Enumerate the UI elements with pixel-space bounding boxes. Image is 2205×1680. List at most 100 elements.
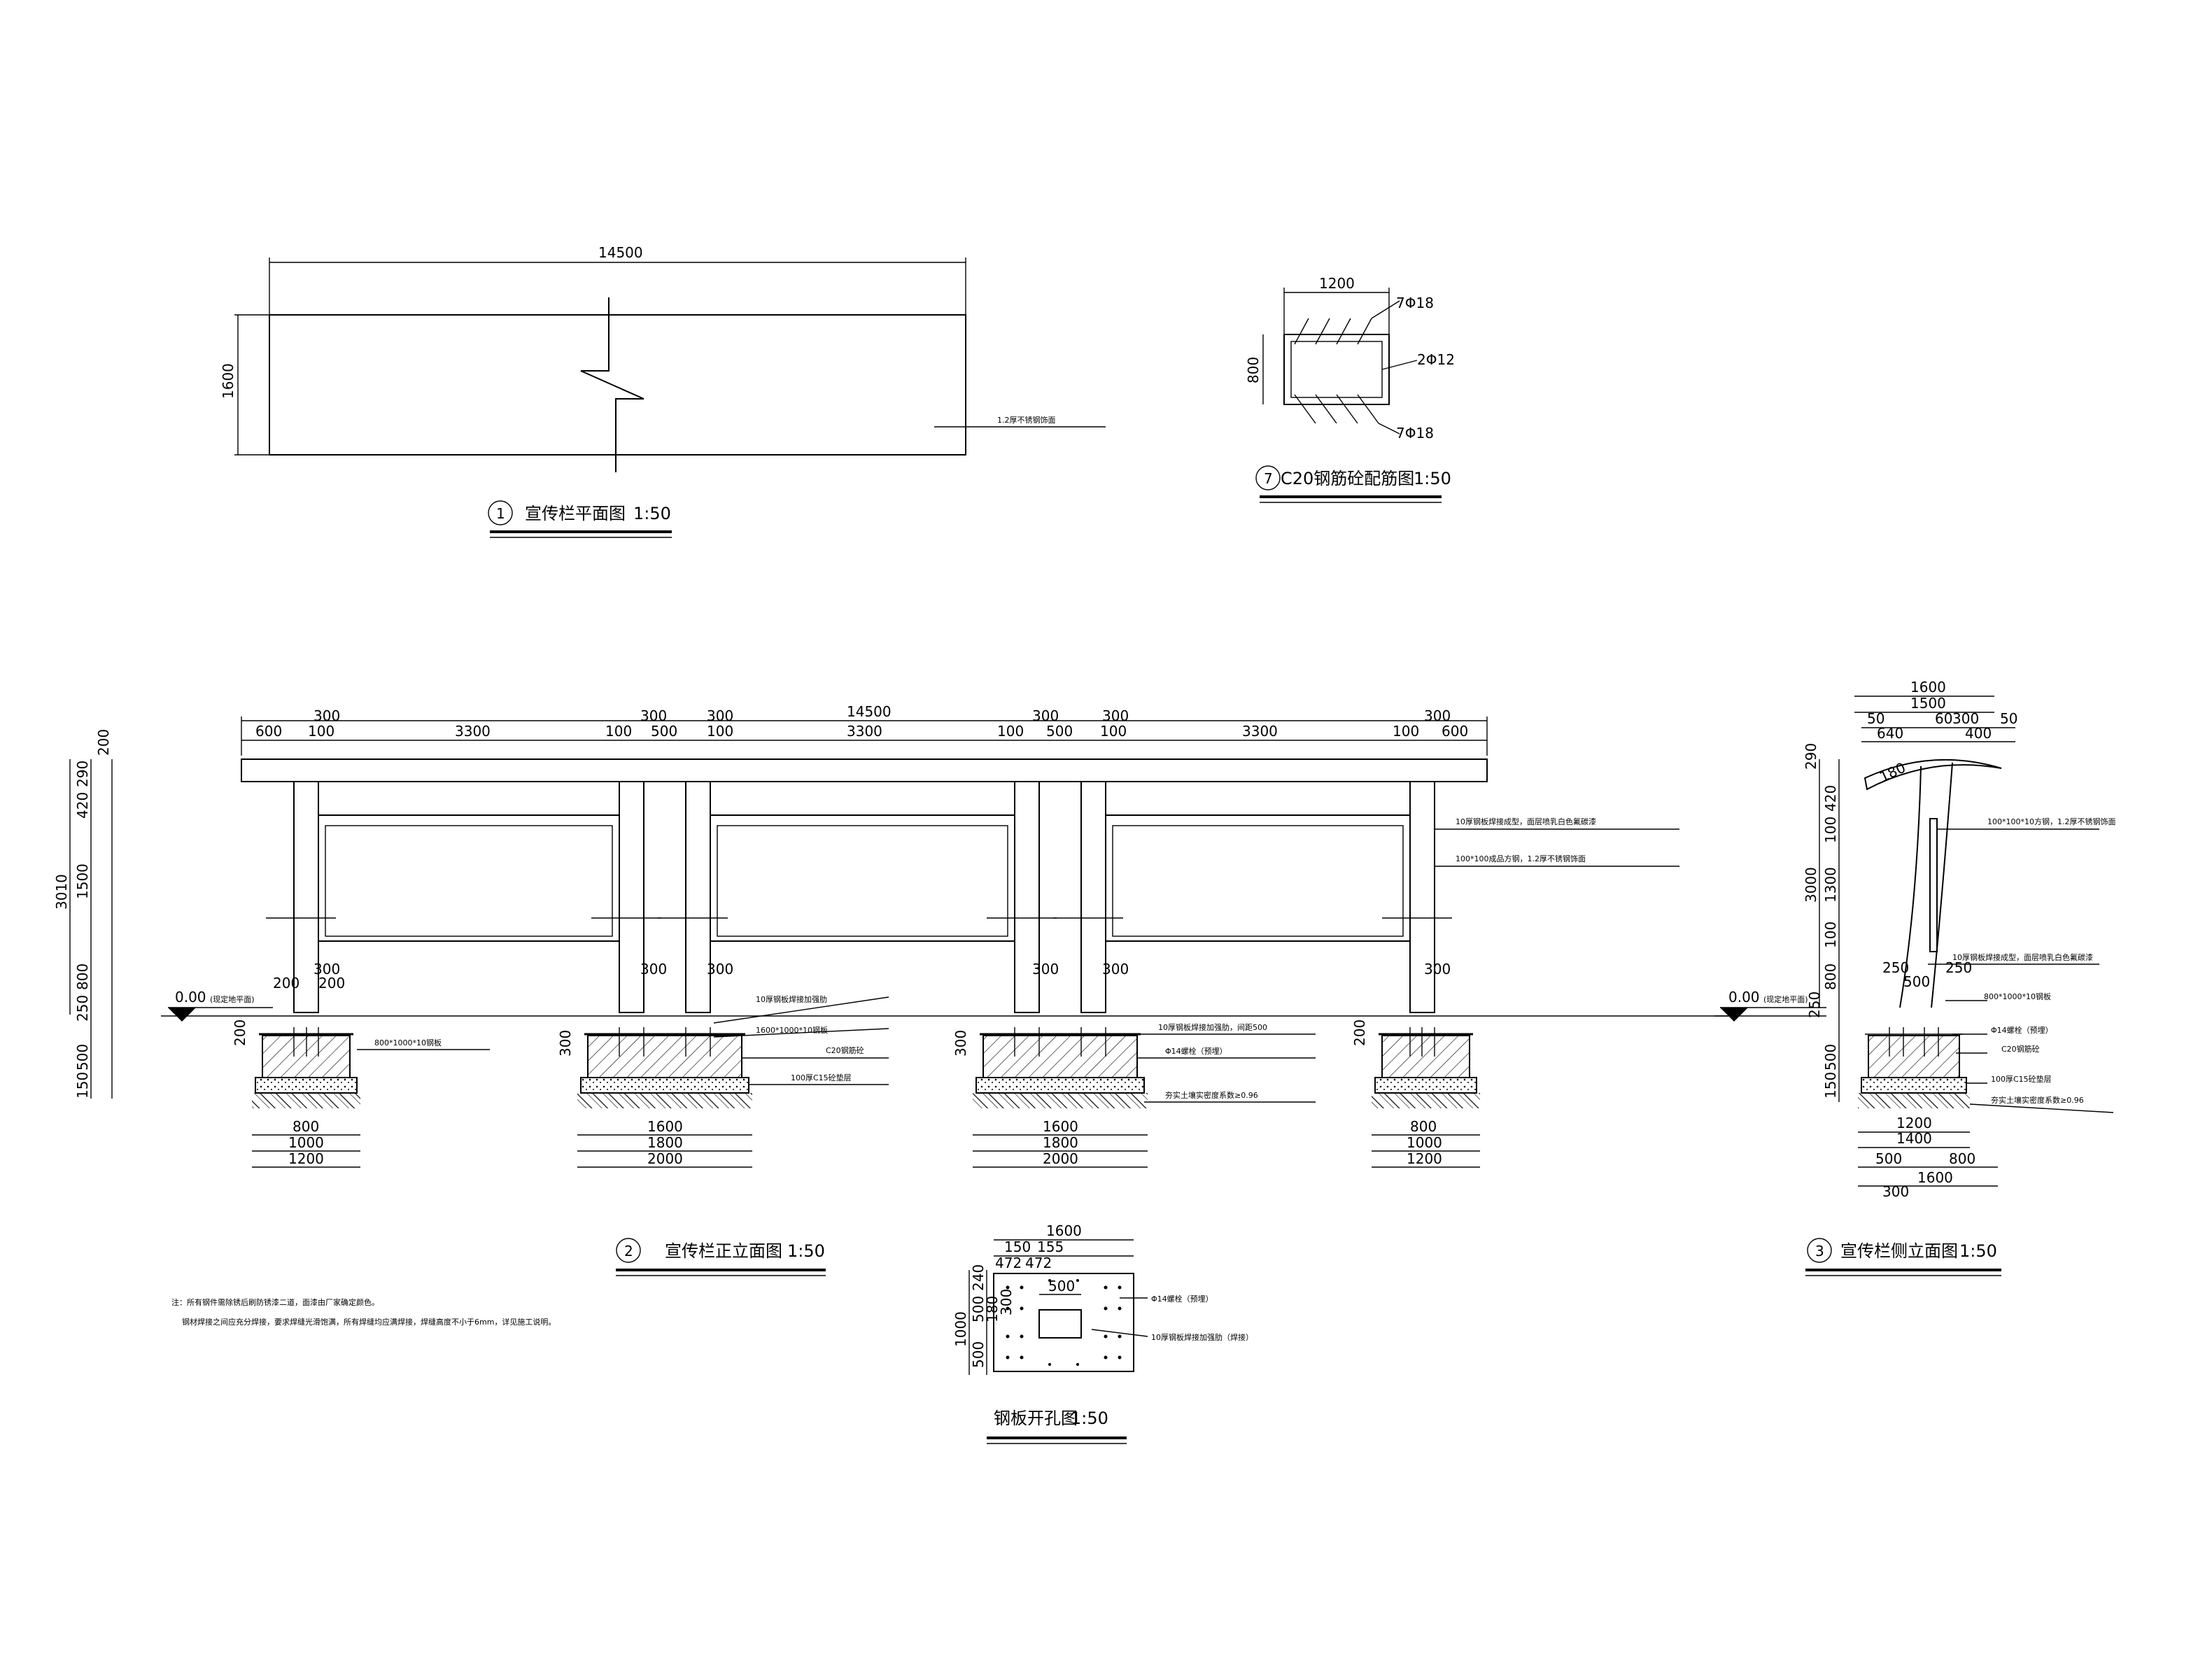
front-fd-l2-b: 1800 [647, 1134, 683, 1151]
steel-plate [993, 1273, 1134, 1372]
front-post-300-f: 300 [1424, 961, 1451, 977]
front-note-n2: 100*100成品方钢，1.2厚不锈钢饰面 [1456, 854, 1586, 863]
side-top-50a: 50 [1867, 710, 1885, 727]
plate-note-bolt: Φ14螺栓（预埋） [1151, 1294, 1213, 1304]
side-level: 0.00 [1728, 989, 1760, 1005]
plate-left-240: 240 [970, 1264, 987, 1291]
break-line [580, 297, 644, 472]
side-dim-500: 500 [1903, 973, 1930, 990]
plate-inner-dim: 500 [1048, 1278, 1075, 1294]
side-footing [1868, 1035, 1960, 1078]
front-seg-11: 100 [1393, 723, 1419, 740]
rebar-title: C20钢筋砼配筋图 [1281, 469, 1414, 488]
front-post-300-c: 300 [707, 961, 733, 977]
front-fd-s1-a: 800 [293, 1118, 319, 1135]
plate-dim-472b: 472 [1025, 1255, 1052, 1271]
front-note-n8: 10厚钢板焊接加强肋，间距500 [1158, 1022, 1267, 1032]
side-top-400: 400 [1965, 725, 1992, 742]
front-left-150: 150 [74, 1072, 91, 1099]
plan-outline [269, 314, 966, 456]
front-300-0: 300 [314, 707, 340, 724]
plan-view: 14500 1600 1.2厚不锈钢饰面 1 宣传栏平面图 1:50 [220, 244, 1106, 538]
bolt-holes [1006, 1279, 1122, 1366]
front-seg-9: 100 [1100, 723, 1127, 740]
plate-left-500a: 500 [970, 1296, 987, 1322]
front-post-300-a: 300 [314, 961, 340, 977]
front-fh-200-a: 200 [232, 1019, 248, 1046]
side-dim-250b: 250 [1945, 959, 1972, 976]
front-post-200-b: 200 [318, 975, 345, 991]
front-total-dim: 14500 [847, 703, 892, 720]
front-fd-s1-d: 800 [1410, 1118, 1437, 1135]
front-fd-s2-d: 1000 [1407, 1134, 1442, 1151]
level-marker-icon [168, 1008, 196, 1022]
front-fd-s2-a: 1000 [288, 1134, 324, 1151]
front-fd-s3-a: 1200 [288, 1150, 324, 1167]
side-below-800: 800 [1949, 1150, 1975, 1167]
front-level-note: (现定地平面) [210, 994, 255, 1004]
rebar-number: 7 [1264, 470, 1273, 487]
front-post-200-a: 200 [273, 975, 300, 991]
side-note-n3: 800*1000*10钢板 [1984, 991, 2051, 1001]
front-number: 2 [624, 1243, 633, 1259]
front-left-total: 3010 [53, 874, 70, 910]
plate-note-rib: 10厚钢板焊接加强肋（焊接） [1151, 1332, 1253, 1342]
front-300-1: 300 [640, 707, 667, 724]
front-scale: 1:50 [787, 1241, 825, 1261]
front-left-250: 250 [74, 995, 91, 1022]
side-top-1500: 1500 [1910, 695, 1946, 712]
side-level-note: (现定地平面) [1763, 994, 1808, 1004]
front-300-3: 300 [1032, 707, 1059, 724]
front-title: 宣传栏正立面图 [665, 1241, 782, 1261]
side-left-500: 500 [1822, 1044, 1839, 1071]
side-left-1300: 1300 [1822, 867, 1839, 903]
side-left-250: 250 [1806, 991, 1823, 1018]
front-fd-l1-c: 1600 [1043, 1118, 1078, 1135]
front-note-n4: 1600*1000*10钢板 [756, 1025, 828, 1035]
rebar-mid-bars: 2Φ12 [1417, 351, 1455, 368]
side-elevation: 1600 1500 50 60 300 50 640 400 290 420 1… [1714, 679, 2115, 1276]
side-top-1600: 1600 [1910, 679, 1946, 696]
side-number: 3 [1815, 1243, 1824, 1259]
plate-scale: 1:50 [1071, 1409, 1108, 1428]
front-note-n7: 800*1000*10钢板 [374, 1038, 442, 1047]
plan-number: 1 [496, 505, 505, 522]
side-below-300: 300 [1882, 1183, 1909, 1200]
front-seg-8: 500 [1046, 723, 1073, 740]
front-300-5: 300 [1424, 707, 1451, 724]
general-note-2: 钢材焊接之间应充分焊接，要求焊缝光滑饱满，所有焊缝均应满焊接，焊缝高度不小于6m… [182, 1317, 556, 1327]
front-note-n6: 100厚C15砼垫层 [791, 1073, 852, 1082]
side-title: 宣传栏侧立面图 [1840, 1241, 1958, 1261]
front-left-500: 500 [74, 1044, 91, 1071]
side-level-marker-icon [1720, 1008, 1748, 1022]
rebar-bottom-bars: 7Φ18 [1396, 425, 1434, 442]
front-fd-l2-c: 1800 [1043, 1134, 1078, 1151]
side-scale: 1:50 [1959, 1241, 1997, 1261]
plate-left-1000: 1000 [952, 1311, 969, 1347]
side-left-420: 420 [1822, 785, 1839, 812]
front-left-1500: 1500 [74, 863, 91, 899]
side-top-50b: 50 [2000, 710, 2017, 727]
rebar-width-dim: 1200 [1319, 275, 1355, 292]
front-fd-l3-c: 2000 [1043, 1150, 1078, 1167]
side-dim-250a: 250 [1882, 959, 1909, 976]
side-left-150: 150 [1822, 1072, 1839, 1099]
front-300-2: 300 [707, 707, 733, 724]
side-below-1400: 1400 [1896, 1130, 1932, 1147]
footings [252, 1035, 1480, 1108]
front-note-n3: 10厚钢板焊接加强肋 [756, 994, 827, 1004]
posts [293, 781, 1435, 1013]
plan-scale: 1:50 [633, 504, 671, 523]
plate-dim-155: 155 [1037, 1238, 1064, 1255]
front-seg-1: 100 [308, 723, 334, 740]
plate-dim-472a: 472 [995, 1255, 1022, 1271]
front-note-n5: C20钢筋砼 [826, 1045, 864, 1055]
front-seg-12: 600 [1442, 723, 1468, 740]
front-seg-3: 100 [605, 723, 632, 740]
front-left-800: 800 [74, 963, 91, 990]
plate-left-300: 300 [998, 1289, 1015, 1315]
rebar-scale: 1:50 [1414, 469, 1451, 488]
side-below-1600: 1600 [1917, 1169, 1953, 1186]
side-left-100a: 100 [1822, 817, 1839, 843]
front-seg-2: 3300 [455, 723, 491, 740]
